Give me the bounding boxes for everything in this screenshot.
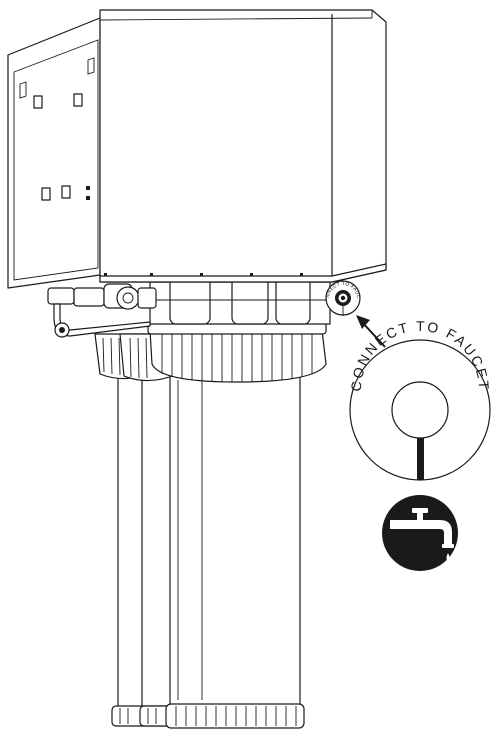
faucet-icon xyxy=(382,495,458,571)
cap-front xyxy=(149,329,327,383)
canister-front xyxy=(169,371,301,713)
filter-canisters xyxy=(111,371,305,729)
fitting-elbow xyxy=(116,286,140,310)
mounting-bracket xyxy=(7,17,101,289)
faucet-callout: CONNECT TO FAUCET xyxy=(348,318,491,481)
canister-bottom-rims xyxy=(111,703,305,729)
main-housing xyxy=(99,9,387,283)
callout-stem xyxy=(417,438,424,480)
left-fittings xyxy=(47,283,157,338)
filter-caps xyxy=(94,321,327,383)
callout-inner-ring xyxy=(391,381,449,439)
manifold-head xyxy=(149,277,331,325)
callout-arrow xyxy=(356,315,386,348)
